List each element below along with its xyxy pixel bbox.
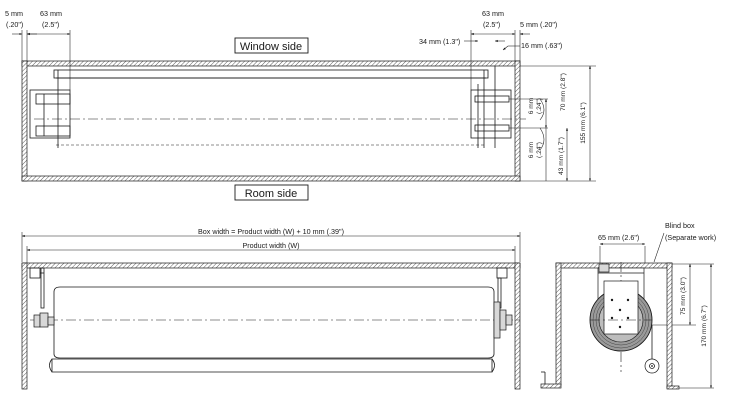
window-side-box	[234, 37, 309, 54]
dim-170-label: 170 mm (6.7")	[701, 305, 708, 347]
dim-6-top-in-label: (.24")	[536, 98, 543, 114]
front-view-roller	[30, 286, 520, 359]
side-view: 65 mm (2.6") 75 mm (3.0") 170 mm (6.7") …	[540, 221, 716, 390]
right-gap-label: 5 mm (.20")	[520, 20, 557, 29]
dim-6-top-label: 6 mm	[528, 97, 535, 114]
dim-65-label: 65 mm (2.6")	[598, 233, 639, 242]
top-view-right-dimensions: 63 mm (2.5") 5 mm (.20") 34 mm (1.3") 16…	[419, 9, 562, 90]
dim-6-bottom-label: 6 mm	[528, 141, 535, 158]
left-gap-in-label: (.20")	[6, 20, 23, 29]
separate-work-label: (Separate work)	[665, 233, 716, 242]
side-view-roller	[589, 280, 653, 352]
dim-75-label: 75 mm (3.0")	[680, 277, 687, 315]
left-gap-mm-label: 5 mm	[5, 9, 23, 18]
product-width-label: Product width (W)	[242, 241, 299, 250]
top-view-right-bracket	[470, 66, 512, 148]
side-view-bottom-weight	[644, 325, 660, 374]
front-view-brackets	[29, 267, 508, 309]
top-view-roller	[34, 69, 526, 148]
left-bracket-mm-label: 63 mm	[40, 9, 62, 18]
dim-16-label: 16 mm (.63")	[521, 41, 562, 50]
front-view-dimensions: Box width = Product width (W) + 10 mm (.…	[21, 227, 521, 266]
front-view-bottom-rail	[49, 358, 495, 373]
right-bracket-in-label: (2.5")	[483, 20, 500, 29]
top-view: 5 mm (.20") 63 mm (2.5") 63 mm (2.5") 5 …	[5, 9, 596, 201]
room-side-box	[234, 184, 309, 201]
room-side-label: Room side	[245, 188, 298, 200]
left-bracket-in-label: (2.5")	[42, 20, 59, 29]
side-view-box	[540, 262, 680, 390]
front-view-box	[21, 262, 521, 390]
window-side-label: Window side	[240, 41, 302, 53]
dim-6-bottom-in-label: (.24")	[536, 142, 543, 158]
dim-34-label: 34 mm (1.3")	[419, 37, 460, 46]
dim-155-label: 155 mm (6.1")	[580, 102, 587, 144]
blind-box-label: Blind box	[665, 221, 695, 230]
box-width-label: Box width = Product width (W) + 10 mm (.…	[198, 227, 344, 236]
top-view-left-bracket	[29, 89, 71, 139]
top-view-left-dimensions: 5 mm (.20") 63 mm (2.5")	[5, 9, 71, 90]
top-view-side-dimensions: 6 mm (.24") 70 mm (2.8") 155 mm (6.1") 6…	[509, 65, 596, 182]
side-view-dimensions: 65 mm (2.6") 75 mm (3.0") 170 mm (6.7") …	[598, 221, 716, 389]
top-view-box	[21, 60, 521, 182]
dim-70-label: 70 mm (2.8")	[560, 73, 567, 111]
right-bracket-mm-label: 63 mm	[482, 9, 504, 18]
dim-43-label: 43 mm (1.7")	[558, 137, 565, 175]
front-view: Box width = Product width (W) + 10 mm (.…	[21, 227, 521, 390]
